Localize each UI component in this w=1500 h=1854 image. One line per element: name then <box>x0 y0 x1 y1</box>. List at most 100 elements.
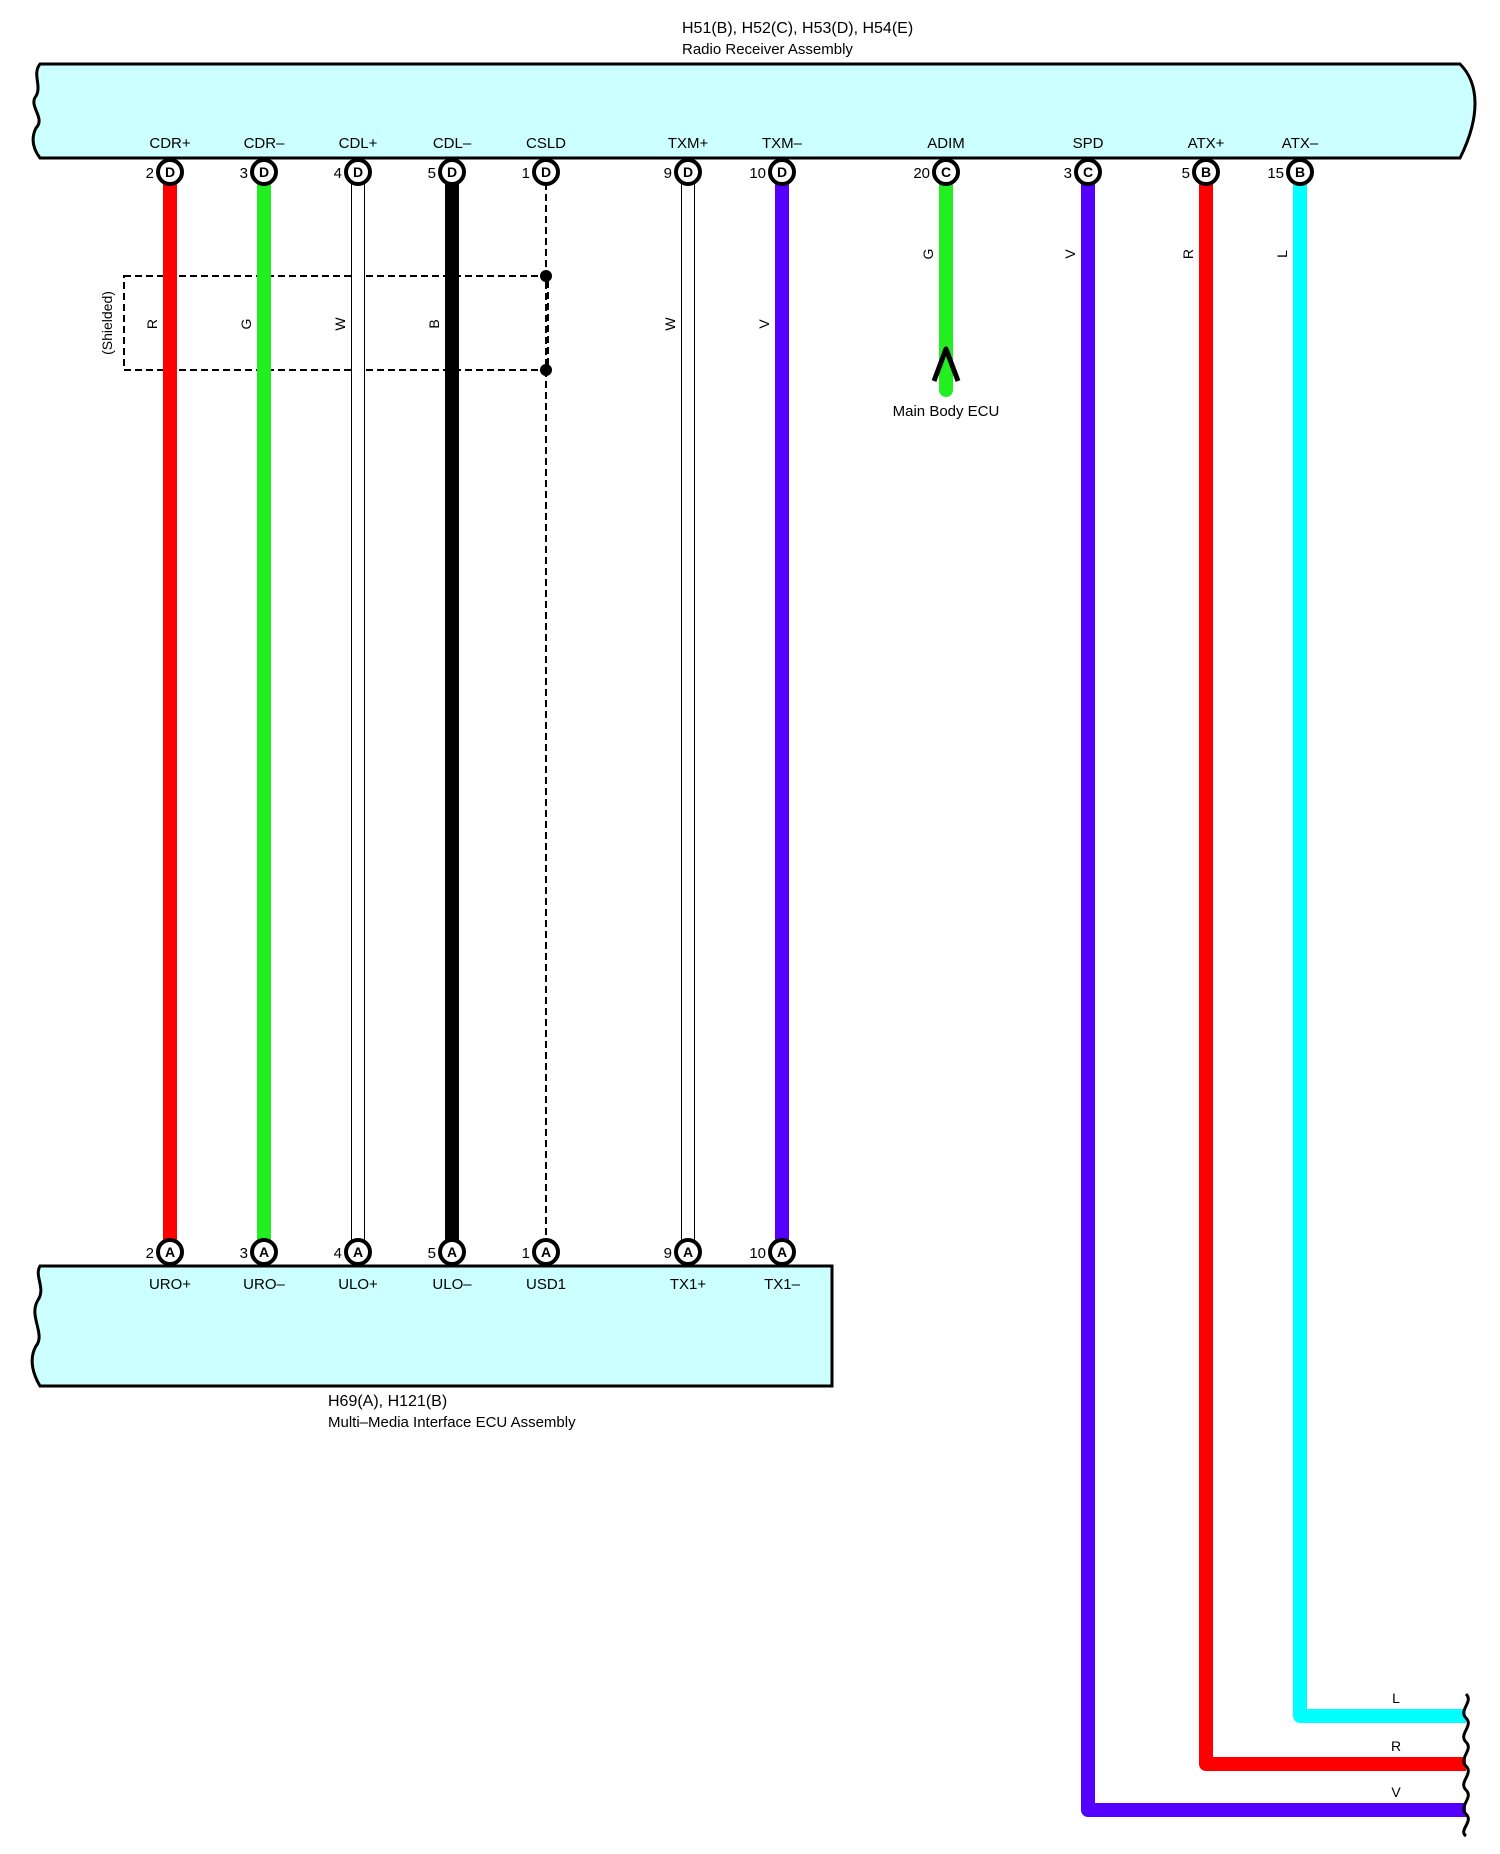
top-pin-cdl-minus: CDL– D 5 <box>428 135 472 186</box>
shield-label: (Shielded) <box>99 291 115 355</box>
top-pin-cdr-plus: CDR+ D 2 <box>146 135 191 186</box>
pin-number: 1 <box>522 165 530 182</box>
connector-letter: A <box>353 1244 363 1260</box>
wire-color-code: G <box>238 319 254 330</box>
pin-number: 3 <box>240 165 248 182</box>
wire-color-code: W <box>332 317 348 331</box>
pin-number: 9 <box>664 165 672 182</box>
wire-color-code: R <box>1180 249 1196 259</box>
pin-name: TX1+ <box>670 1276 707 1293</box>
bottom-pin-uro-plus: A 2 URO+ <box>146 1238 191 1293</box>
connector-letter: A <box>447 1244 457 1260</box>
pin-name: USD1 <box>526 1276 566 1293</box>
pin-number: 5 <box>428 1245 436 1262</box>
pin-number: 5 <box>428 165 436 182</box>
pin-name: CDL– <box>433 135 472 152</box>
wire-color-code: R <box>144 319 160 329</box>
pin-number: 15 <box>1267 165 1284 182</box>
pin-name: ULO+ <box>338 1276 378 1293</box>
top-pin-txm-minus: TXM– D 10 <box>749 135 803 186</box>
connector-letter: A <box>683 1244 693 1260</box>
pin-name: ATX+ <box>1188 135 1225 152</box>
pin-number: 20 <box>913 165 930 182</box>
bottom-pin-usd1: A 1 USD1 <box>522 1238 566 1293</box>
pin-number: 3 <box>1064 165 1072 182</box>
bottom-pin-tx1-minus: A 10 TX1– <box>749 1238 801 1293</box>
pin-name: ADIM <box>927 135 965 152</box>
connector-letter: C <box>941 164 951 180</box>
top-pin-cdr-minus: CDR– D 3 <box>240 135 285 186</box>
connector-letter: A <box>165 1244 175 1260</box>
pin-number: 3 <box>240 1245 248 1262</box>
pin-name: URO+ <box>149 1276 191 1293</box>
wire-spd: V V <box>1062 172 1466 1817</box>
pin-name: CDR+ <box>149 135 190 152</box>
pin-number: 2 <box>146 1245 154 1262</box>
exit-label-r: R <box>1391 1738 1401 1754</box>
connector-letter: A <box>259 1244 269 1260</box>
mmi-ecu-connectors: H69(A), H121(B) <box>328 1393 447 1410</box>
pin-number: 5 <box>1182 165 1190 182</box>
pin-number: 4 <box>334 165 342 182</box>
exit-label-v: V <box>1391 1784 1401 1800</box>
connector-letter: D <box>353 164 363 180</box>
connector-letter: D <box>447 164 457 180</box>
connector-letter: D <box>541 164 551 180</box>
top-pin-txm-plus: TXM+ D 9 <box>664 135 709 186</box>
top-pin-cdl-plus: CDL+ D 4 <box>334 135 378 186</box>
pin-name: TXM– <box>762 135 803 152</box>
connector-letter: A <box>541 1244 551 1260</box>
top-pin-atx-plus: ATX+ B 5 <box>1182 135 1225 186</box>
pin-name: TX1– <box>764 1276 801 1293</box>
wire-cdr-minus: G <box>238 172 271 1252</box>
wire-color-code: L <box>1274 250 1290 258</box>
shield-junction-top <box>540 270 552 282</box>
connector-letter: B <box>1295 164 1305 180</box>
pin-number: 10 <box>749 1245 766 1262</box>
pin-name: URO– <box>243 1276 285 1293</box>
connector-letter: D <box>777 164 787 180</box>
main-body-ecu-arrow <box>931 346 961 382</box>
bottom-pin-ulo-plus: A 4 ULO+ <box>334 1238 378 1293</box>
wire-color-code: V <box>756 319 772 329</box>
top-pin-atx-minus: ATX– B 15 <box>1267 135 1319 186</box>
wire-txm-plus: W <box>662 172 695 1252</box>
pin-number: 4 <box>334 1245 342 1262</box>
radio-receiver-body <box>31 62 1477 160</box>
radio-receiver-connectors: H51(B), H52(C), H53(D), H54(E) <box>682 20 913 37</box>
mmi-ecu-body <box>30 1264 834 1388</box>
pin-number: 10 <box>749 165 766 182</box>
pin-number: 1 <box>522 1245 530 1262</box>
shield-junction-bottom <box>540 364 552 376</box>
wire-cdl-minus: B <box>426 172 459 1252</box>
exit-cut-mark <box>1462 1692 1470 1838</box>
wire-color-code: W <box>662 317 678 331</box>
top-pin-csld: CSLD D 1 <box>522 135 566 186</box>
radio-receiver-name: Radio Receiver Assembly <box>682 41 853 58</box>
pin-name: ATX– <box>1282 135 1319 152</box>
wire-color-code: B <box>426 319 442 328</box>
pin-name: ULO– <box>432 1276 472 1293</box>
wire-adim: G Main Body ECU <box>893 165 999 420</box>
top-pin-adim: ADIM C 20 <box>913 135 965 186</box>
bottom-pin-ulo-minus: A 5 ULO– <box>428 1238 472 1293</box>
wire-cdr-plus: R <box>144 172 177 1252</box>
wire-txm-minus: V <box>756 172 789 1252</box>
bottom-pin-uro-minus: A 3 URO– <box>240 1238 285 1293</box>
connector-letter: C <box>1083 164 1093 180</box>
pin-name: CSLD <box>526 135 566 152</box>
exit-label-l: L <box>1392 1690 1400 1706</box>
wire-cdl-plus: W <box>332 172 365 1252</box>
wire-atx-plus: R R <box>1180 172 1466 1771</box>
wire-color-code: V <box>1062 249 1078 259</box>
pin-name: SPD <box>1073 135 1104 152</box>
pin-name: TXM+ <box>668 135 709 152</box>
connector-letter: D <box>259 164 269 180</box>
wire-atx-minus: L L <box>1274 172 1466 1723</box>
connector-letter: A <box>777 1244 787 1260</box>
pin-name: CDR– <box>244 135 285 152</box>
connector-letter: D <box>683 164 693 180</box>
pin-name: CDL+ <box>339 135 378 152</box>
shield-box <box>123 275 549 371</box>
